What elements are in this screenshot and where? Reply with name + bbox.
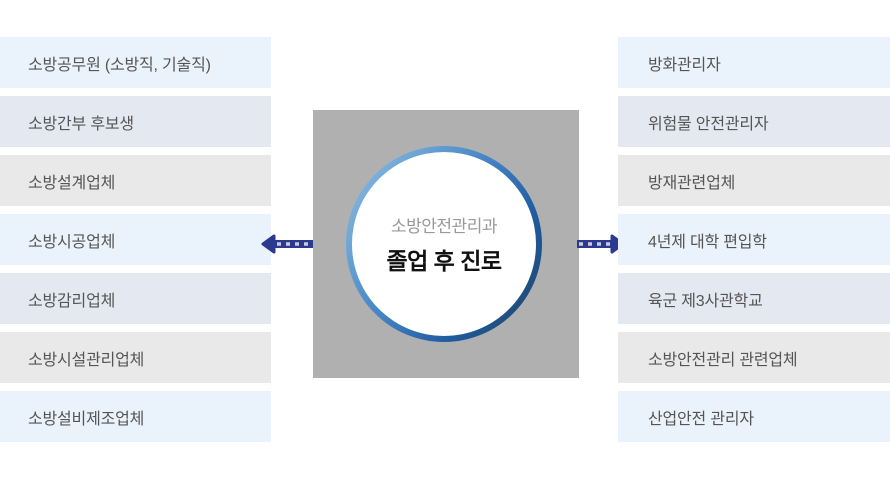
department-name: 소방안전관리과: [391, 217, 497, 236]
list-item-label: 소방감리업체: [28, 292, 116, 310]
list-item-label: 위험물 안전관리자: [648, 115, 769, 133]
right-career-list: 방화관리자 위험물 안전관리자 방재관련업체 4년제 대학 편입학 육군 제3사…: [618, 37, 890, 450]
arrow-left-icon: [261, 234, 313, 254]
list-item: 위험물 안전관리자: [618, 96, 890, 147]
list-item-label: 소방시설관리업체: [28, 351, 145, 369]
list-item: 4년제 대학 편입학: [618, 214, 890, 265]
list-item-label: 소방간부 후보생: [28, 115, 134, 133]
list-item: 소방시공업체: [0, 214, 271, 265]
list-item: 소방간부 후보생: [0, 96, 271, 147]
center-circle: 소방안전관리과 졸업 후 진로: [346, 146, 542, 342]
list-item: 소방설계업체: [0, 155, 271, 206]
center-square: 소방안전관리과 졸업 후 진로: [313, 110, 579, 378]
list-item: 육군 제3사관학교: [618, 273, 890, 324]
list-item: 방재관련업체: [618, 155, 890, 206]
list-item-label: 소방공무원 (소방직, 기술직): [28, 56, 211, 74]
list-item-label: 소방설비제조업체: [28, 410, 145, 428]
arrow-right-icon: [577, 234, 625, 254]
list-item-label: 소방안전관리 관련업체: [648, 351, 798, 369]
list-item: 소방설비제조업체: [0, 391, 271, 442]
diagram-title: 졸업 후 진로: [386, 248, 502, 274]
list-item-label: 소방설계업체: [28, 174, 116, 192]
list-item-label: 육군 제3사관학교: [648, 292, 763, 310]
list-item-label: 소방시공업체: [28, 233, 116, 251]
list-item-label: 산업안전 관리자: [648, 410, 754, 428]
left-career-list: 소방공무원 (소방직, 기술직) 소방간부 후보생 소방설계업체 소방시공업체 …: [0, 37, 271, 450]
list-item: 소방감리업체: [0, 273, 271, 324]
list-item-label: 방재관련업체: [648, 174, 736, 192]
list-item: 산업안전 관리자: [618, 391, 890, 442]
list-item: 소방안전관리 관련업체: [618, 332, 890, 383]
list-item-label: 4년제 대학 편입학: [648, 233, 767, 251]
list-item: 방화관리자: [618, 37, 890, 88]
list-item-label: 방화관리자: [648, 56, 721, 74]
list-item: 소방시설관리업체: [0, 332, 271, 383]
center-circle-inner: 소방안전관리과 졸업 후 진로: [352, 152, 536, 336]
list-item: 소방공무원 (소방직, 기술직): [0, 37, 271, 88]
